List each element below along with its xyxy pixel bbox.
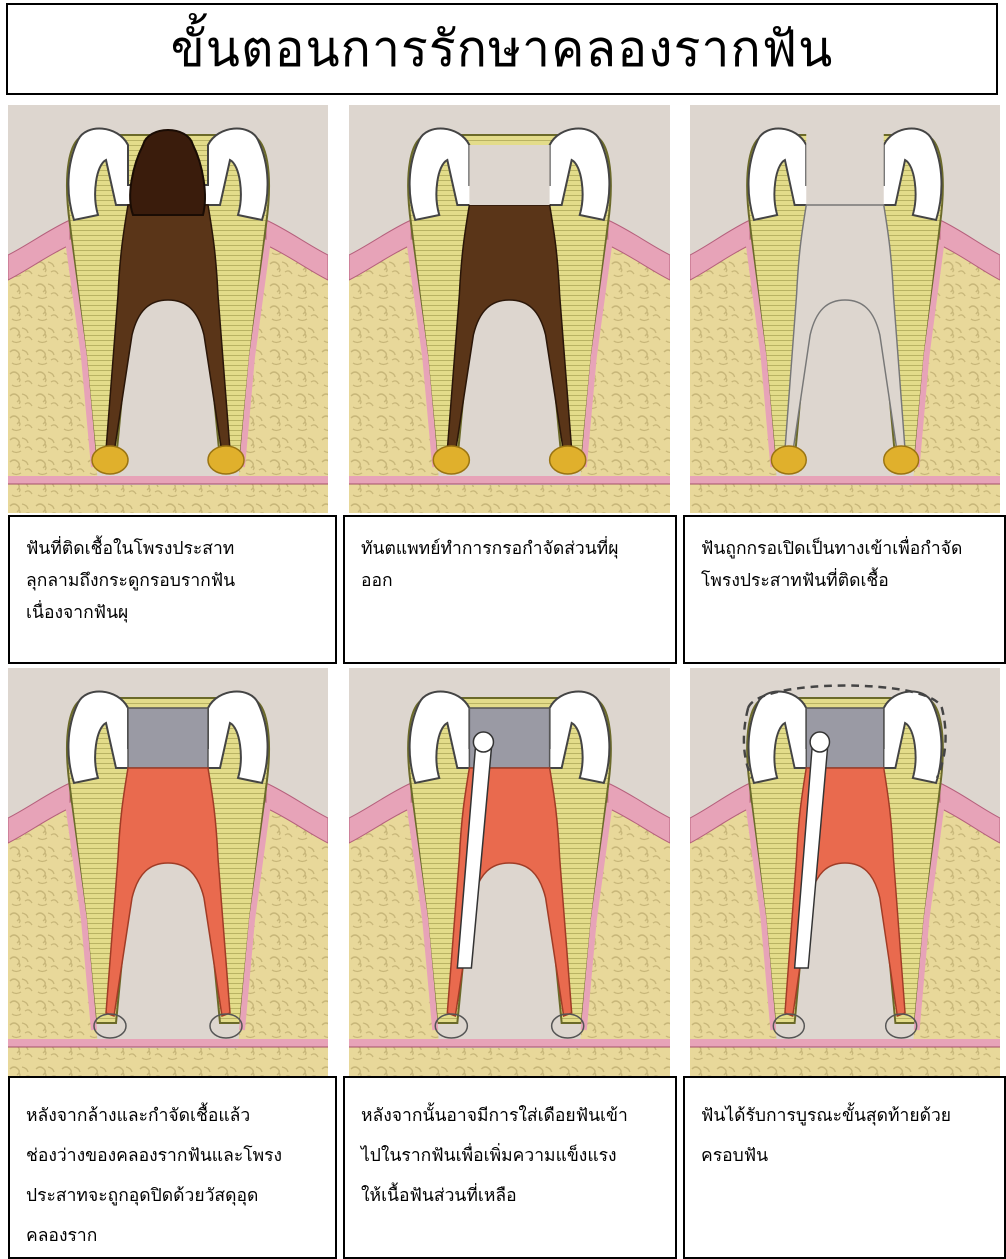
step-3-illustration — [690, 105, 1000, 513]
step-2-caption: ทันตแพทย์ทำการกรอกำจัดส่วนที่ผุ ออก — [343, 515, 677, 664]
step-4-caption: หลังจากล้างและกำจัดเชื้อแล้ว ช่องว่างของ… — [8, 1076, 337, 1259]
step-5-caption-line: ไปในรากฟันเพื่อเพิ่มความแข็งแรง — [361, 1136, 661, 1176]
step-6-illustration — [690, 668, 1000, 1076]
step-4-caption-line: ช่องว่างของคลองรากฟันและโพรง — [26, 1136, 321, 1176]
step-2-caption-line: ทันตแพทย์ทำการกรอกำจัดส่วนที่ผุ — [361, 533, 661, 565]
step-4-caption-line: คลองราก — [26, 1216, 321, 1256]
title-box: ขั้นตอนการรักษาคลองรากฟัน — [6, 3, 998, 95]
step-5-caption-line: ให้เนื้อฟันส่วนที่เหลือ — [361, 1176, 661, 1216]
step-4-caption-line: หลังจากล้างและกำจัดเชื้อแล้ว — [26, 1096, 321, 1136]
step-2-illustration — [349, 105, 670, 513]
step-5-illustration — [349, 668, 670, 1076]
step-5-caption-line: หลังจากนั้นอาจมีการใส่เดือยฟันเข้า — [361, 1096, 661, 1136]
step-1-caption-line: เนื่องจากฟันผุ — [26, 597, 321, 629]
page-title: ขั้นตอนการรักษาคลองรากฟัน — [171, 24, 834, 74]
step-4-caption-line: ประสาทจะถูกอุดปิดด้วยวัสดุอุด — [26, 1176, 321, 1216]
step-5-caption: หลังจากนั้นอาจมีการใส่เดือยฟันเข้า ไปในร… — [343, 1076, 677, 1259]
step-3-caption-line: ฟันถูกกรอเปิดเป็นทางเข้าเพื่อกำจัด — [701, 533, 990, 565]
step-1-caption-line: ฟันที่ติดเชื้อในโพรงประสาท — [26, 533, 321, 565]
step-1-caption: ฟันที่ติดเชื้อในโพรงประสาท ลุกลามถึงกระด… — [8, 515, 337, 664]
step-3-caption: ฟันถูกกรอเปิดเป็นทางเข้าเพื่อกำจัด โพรงป… — [683, 515, 1006, 664]
step-1-caption-line: ลุกลามถึงกระดูกรอบรากฟัน — [26, 565, 321, 597]
step-4-illustration — [8, 668, 328, 1076]
step-6-caption-line: ครอบฟัน — [701, 1136, 990, 1176]
step-6-caption-line: ฟันได้รับการบูรณะขั้นสุดท้ายด้วย — [701, 1096, 990, 1136]
step-1-illustration — [8, 105, 328, 513]
step-2-caption-line: ออก — [361, 565, 661, 597]
step-6-caption: ฟันได้รับการบูรณะขั้นสุดท้ายด้วย ครอบฟัน — [683, 1076, 1006, 1259]
step-3-caption-line: โพรงประสาทฟันที่ติดเชื้อ — [701, 565, 990, 597]
